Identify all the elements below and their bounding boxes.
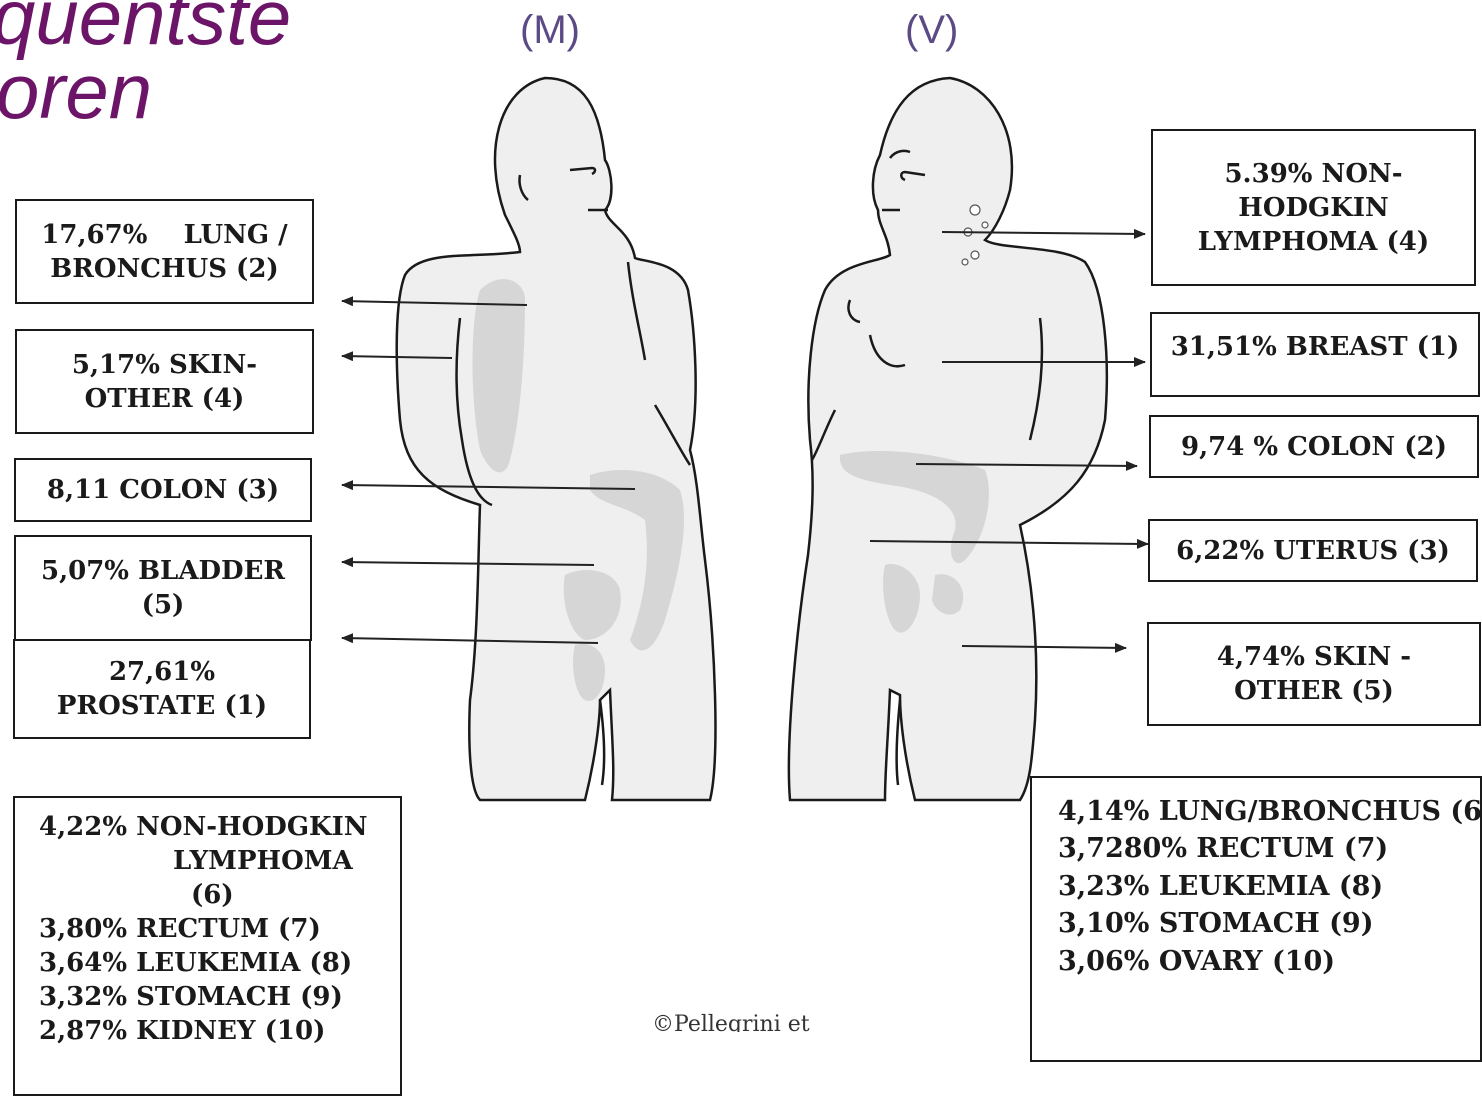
male-box-lung: 17,67% LUNG /BRONCHUS (2): [15, 199, 314, 304]
list-item: LYMPHOMA: [173, 846, 353, 876]
list-item: 3,23% LEUKEMIA (8): [1058, 871, 1383, 902]
female-box-colon: 9,74 % COLON (2): [1149, 415, 1479, 478]
female-box-breast: 31,51% BREAST (1): [1150, 312, 1480, 397]
male-box-prostate: 27,61%PROSTATE (1): [13, 639, 311, 739]
list-item: 2,87% KIDNEY (10): [39, 1016, 325, 1046]
male-figure: [397, 78, 716, 800]
list-item: 3,06% OVARY (10): [1058, 946, 1335, 977]
list-item: 3,32% STOMACH (9): [39, 982, 343, 1012]
male-box-skin: 5,17% SKIN-OTHER (4): [15, 329, 314, 434]
list-item: 3,80% RECTUM (7): [39, 914, 321, 944]
list-item: 3,64% LEUKEMIA (8): [39, 948, 352, 978]
list-item: (6): [191, 880, 234, 910]
female-box-uterus: 6,22% UTERUS (3): [1148, 519, 1478, 582]
female-box-skin: 4,74% SKIN -OTHER (5): [1147, 622, 1481, 726]
list-item: 4,22% NON-HODGKIN: [39, 812, 368, 842]
copyright-credit: ©Pellegrini et: [652, 1012, 810, 1032]
male-box-colon: 8,11 COLON (3): [14, 458, 312, 522]
female-figure: [789, 78, 1107, 800]
list-item: 4,14% LUNG/BRONCHUS (6): [1058, 796, 1482, 827]
male-box-bladder: 5,07% BLADDER(5): [14, 535, 312, 641]
list-item: 3,10% STOMACH (9): [1058, 908, 1374, 939]
male-additional-list: 4,22% NON-HODGKIN LYMPHOMA (6) 3,80% REC…: [13, 796, 402, 1096]
list-item: 3,7280% RECTUM (7): [1058, 833, 1388, 864]
female-additional-list: 4,14% LUNG/BRONCHUS (6) 3,7280% RECTUM (…: [1030, 776, 1482, 1062]
